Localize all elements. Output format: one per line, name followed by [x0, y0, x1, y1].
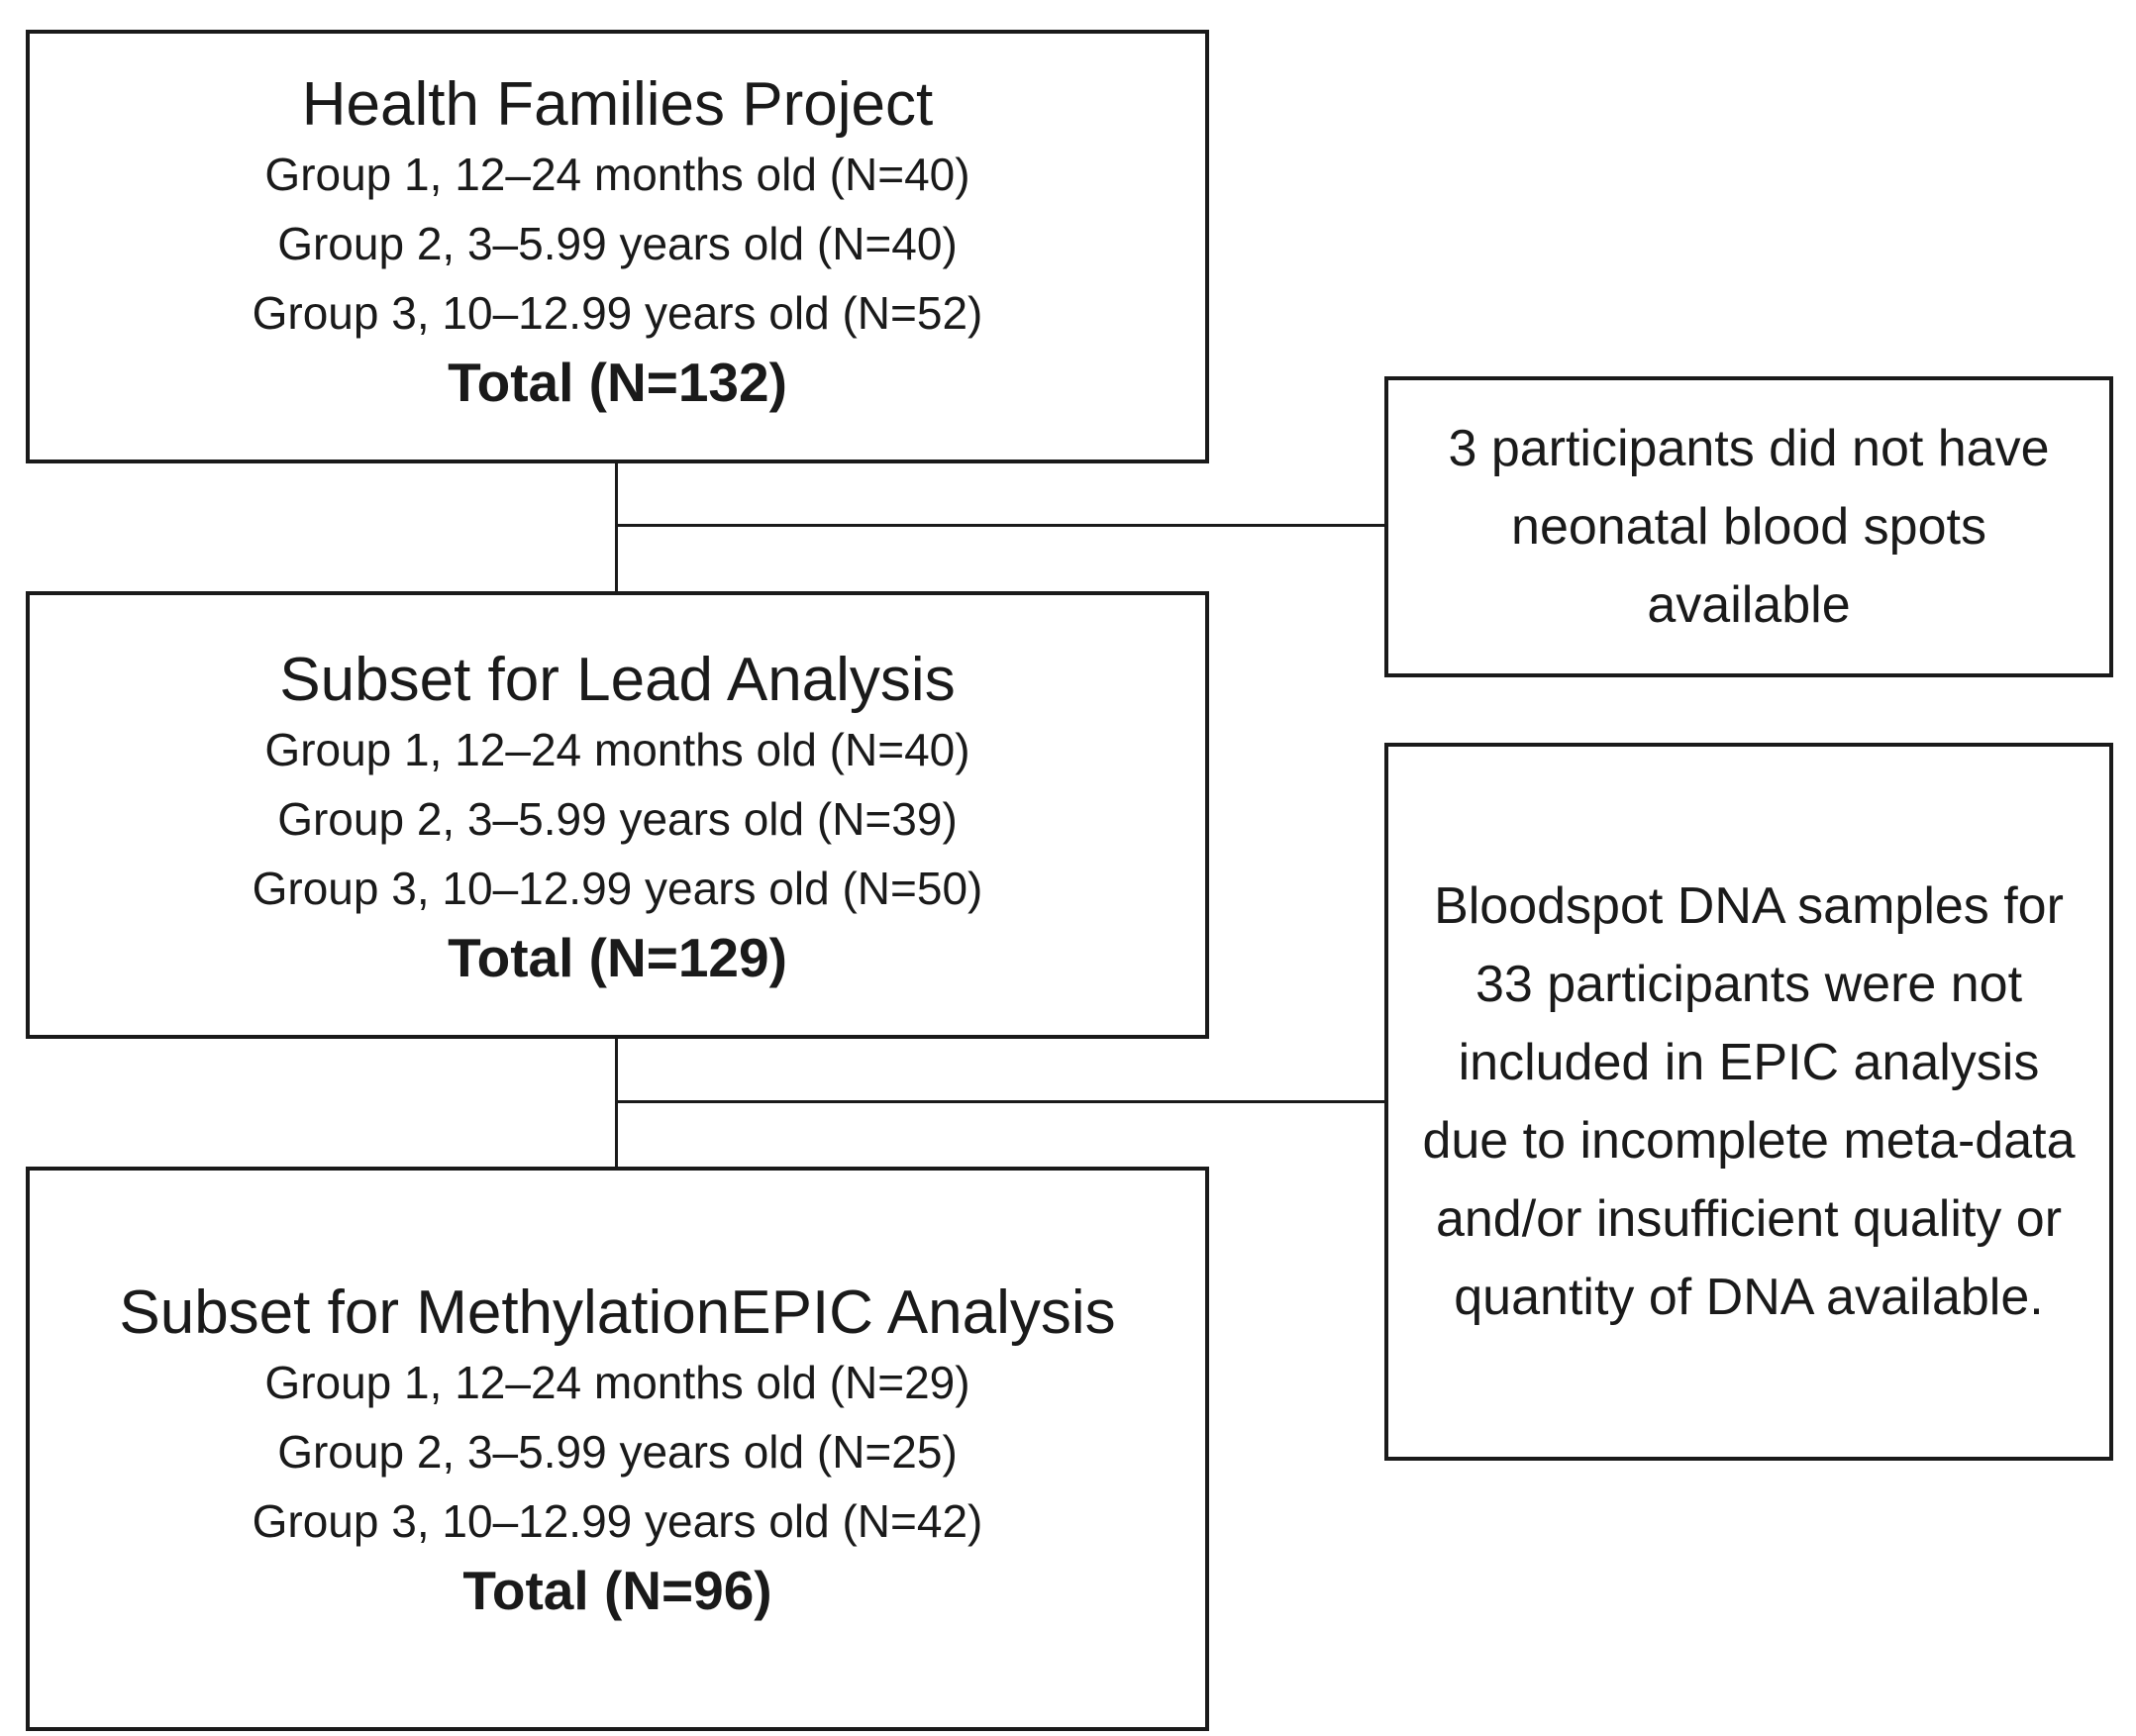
group-1-line: Group 1, 12–24 months old (N=40)	[264, 724, 970, 776]
methylation-epic-subset-box: Subset for MethylationEPIC Analysis Grou…	[26, 1167, 1209, 1731]
group-3-line: Group 3, 10–12.99 years old (N=50)	[252, 863, 983, 915]
box-title: Subset for Lead Analysis	[279, 646, 956, 714]
lead-analysis-subset-box: Subset for Lead Analysis Group 1, 12–24 …	[26, 591, 1209, 1039]
box-title: Subset for MethylationEPIC Analysis	[119, 1278, 1116, 1347]
connector-vertical-1	[615, 463, 618, 591]
group-2-line: Group 2, 3–5.99 years old (N=40)	[277, 218, 958, 270]
connector-horizontal-exclusion-1	[615, 524, 1384, 527]
group-3-line: Group 3, 10–12.99 years old (N=42)	[252, 1495, 983, 1548]
group-3-line: Group 3, 10–12.99 years old (N=52)	[252, 287, 983, 340]
health-families-project-box: Health Families Project Group 1, 12–24 m…	[26, 30, 1209, 463]
group-1-line: Group 1, 12–24 months old (N=40)	[264, 149, 970, 201]
total-line: Total (N=132)	[448, 352, 787, 414]
exclusion-text: Bloodspot DNA samples for 33 participant…	[1422, 876, 2076, 1326]
group-2-line: Group 2, 3–5.99 years old (N=39)	[277, 793, 958, 846]
exclusion-box-neonatal-blood-spots: 3 participants did not have neonatal blo…	[1384, 376, 2113, 677]
total-line: Total (N=129)	[448, 927, 787, 989]
connector-horizontal-exclusion-2	[615, 1100, 1384, 1103]
exclusion-box-epic-samples: Bloodspot DNA samples for 33 participant…	[1384, 743, 2113, 1461]
box-title: Health Families Project	[301, 70, 934, 139]
group-1-line: Group 1, 12–24 months old (N=29)	[264, 1357, 970, 1409]
group-2-line: Group 2, 3–5.99 years old (N=25)	[277, 1426, 958, 1479]
exclusion-text: 3 participants did not have neonatal blo…	[1448, 419, 2050, 634]
total-line: Total (N=96)	[462, 1560, 772, 1622]
